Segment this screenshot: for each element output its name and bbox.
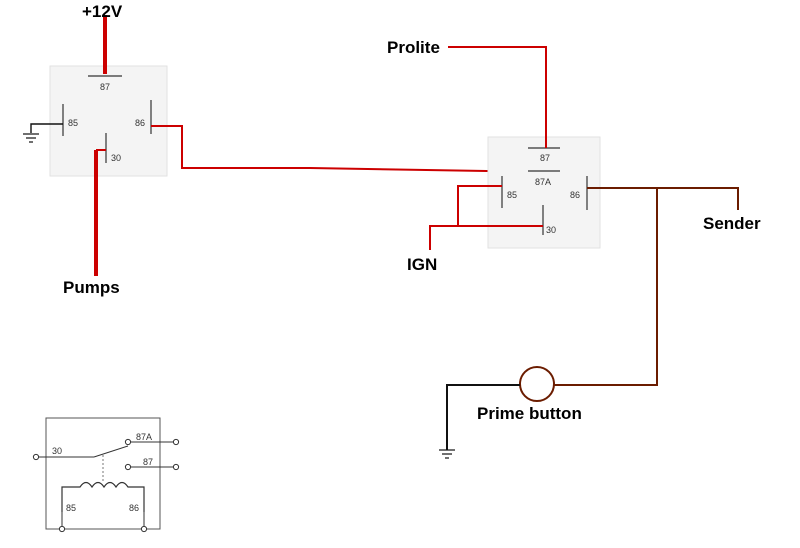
wire-prolite (448, 46, 547, 148)
relay-1-label-30: 30 (111, 153, 121, 163)
legend-relay-schematic: 30 87A 87 85 86 (32, 417, 180, 533)
relay-2: 87 87A 85 86 30 (487, 136, 601, 249)
ground-icon (23, 133, 39, 143)
relay-1-label-87: 87 (100, 82, 110, 92)
wire-sender (587, 187, 739, 210)
relay-1-label-85: 85 (68, 118, 78, 128)
label-12v: +12V (82, 2, 123, 21)
legend-label-85: 85 (66, 503, 76, 513)
legend-coil (61, 481, 145, 512)
relay-1: 87 85 86 30 (49, 65, 168, 177)
legend-terminal-86 (140, 525, 148, 533)
label-prolite: Prolite (387, 38, 440, 57)
relay-2-label-30: 30 (546, 225, 556, 235)
relay-2-body (487, 136, 601, 249)
legend-label-87: 87 (143, 457, 153, 467)
legend-terminal-87a (172, 438, 180, 446)
legend-terminal-85 (58, 525, 66, 533)
relay-2-label-86: 86 (570, 190, 580, 200)
relay-1-label-86: 86 (135, 118, 145, 128)
legend-label-30: 30 (52, 446, 62, 456)
legend-terminal-30 (32, 453, 40, 461)
wire-prime-button (554, 188, 658, 386)
legend-relay-body (45, 417, 161, 530)
legend-label-86: 86 (129, 503, 139, 513)
relay-1-body (49, 65, 168, 177)
wire-relay2-85 (457, 185, 502, 226)
wire-relay1-ground (30, 123, 63, 133)
legend-contact-87a (124, 438, 132, 446)
label-pumps: Pumps (63, 278, 120, 297)
wire-prime-ground (446, 384, 520, 450)
wire-ign (429, 225, 543, 250)
wire-relay1-86-to-relay2-87 (151, 125, 547, 173)
legend-switch-arm (93, 445, 129, 458)
label-sender: Sender (703, 214, 761, 233)
relay-2-label-87a: 87A (535, 177, 551, 187)
ground-icon (439, 449, 455, 459)
label-ign: IGN (407, 255, 437, 274)
legend-label-87a: 87A (136, 432, 152, 442)
relay-2-label-87: 87 (540, 153, 550, 163)
relay-2-label-85: 85 (507, 190, 517, 200)
legend-terminal-87 (172, 463, 180, 471)
label-prime-button: Prime button (477, 404, 582, 423)
legend-contact-87 (124, 463, 132, 471)
prime-button-icon (519, 366, 555, 402)
